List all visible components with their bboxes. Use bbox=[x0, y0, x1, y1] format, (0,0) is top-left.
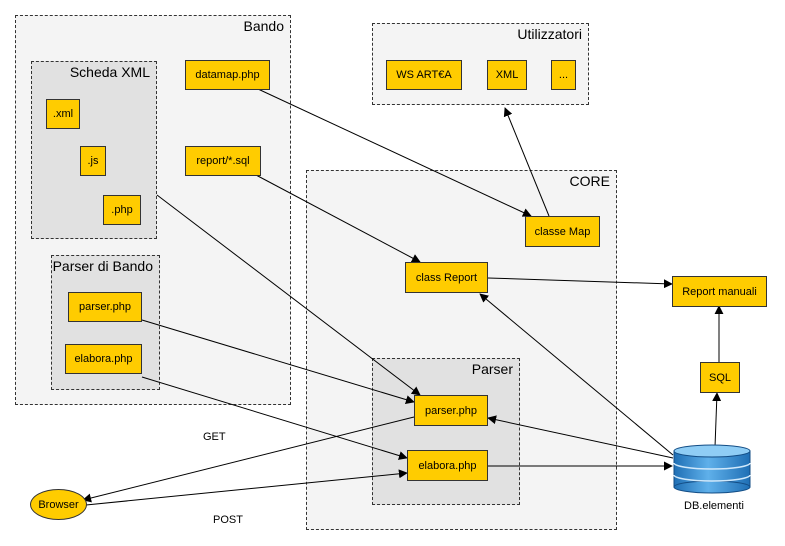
node-bando-parser-php[interactable]: parser.php bbox=[68, 292, 142, 322]
group-bando-title: Bando bbox=[243, 18, 284, 34]
node-browser[interactable]: Browser bbox=[30, 489, 87, 520]
group-parser: Parser bbox=[372, 358, 520, 505]
node-xml-consumer[interactable]: XML bbox=[487, 60, 527, 90]
db-elementi-label: DB.elementi bbox=[684, 500, 744, 512]
group-scheda-xml-title: Scheda XML bbox=[69, 64, 150, 80]
node-datamap-php[interactable]: datamap.php bbox=[185, 60, 270, 90]
node-sql[interactable]: SQL bbox=[700, 362, 740, 393]
database-icon[interactable] bbox=[672, 444, 752, 494]
node-report-manuali[interactable]: Report manuali bbox=[672, 276, 767, 307]
node-class-report[interactable]: class Report bbox=[405, 262, 488, 293]
edge-label-get: GET bbox=[203, 431, 226, 443]
edge-label-post: POST bbox=[213, 514, 243, 526]
group-utilizzatori-title: Utilizzatori bbox=[517, 26, 582, 42]
group-parser-title: Parser bbox=[471, 361, 513, 377]
node-bando-elabora-php[interactable]: elabora.php bbox=[65, 344, 142, 374]
edge-db-to-sql bbox=[712, 392, 722, 448]
node-core-elabora-php[interactable]: elabora.php bbox=[407, 450, 488, 481]
node-report-sql[interactable]: report/*.sql bbox=[185, 146, 261, 176]
node-xml-file[interactable]: .xml bbox=[46, 99, 80, 129]
node-js-file[interactable]: .js bbox=[80, 146, 106, 176]
node-core-parser-php[interactable]: parser.php bbox=[414, 395, 488, 426]
node-php-file[interactable]: .php bbox=[103, 195, 141, 225]
group-parser-di-bando-title: Parser di Bando bbox=[52, 258, 153, 274]
node-classe-map[interactable]: classe Map bbox=[525, 216, 600, 247]
group-core-title: CORE bbox=[569, 173, 610, 189]
node-more-consumers[interactable]: ... bbox=[551, 60, 576, 90]
node-ws-artea[interactable]: WS ART€A bbox=[386, 60, 462, 90]
